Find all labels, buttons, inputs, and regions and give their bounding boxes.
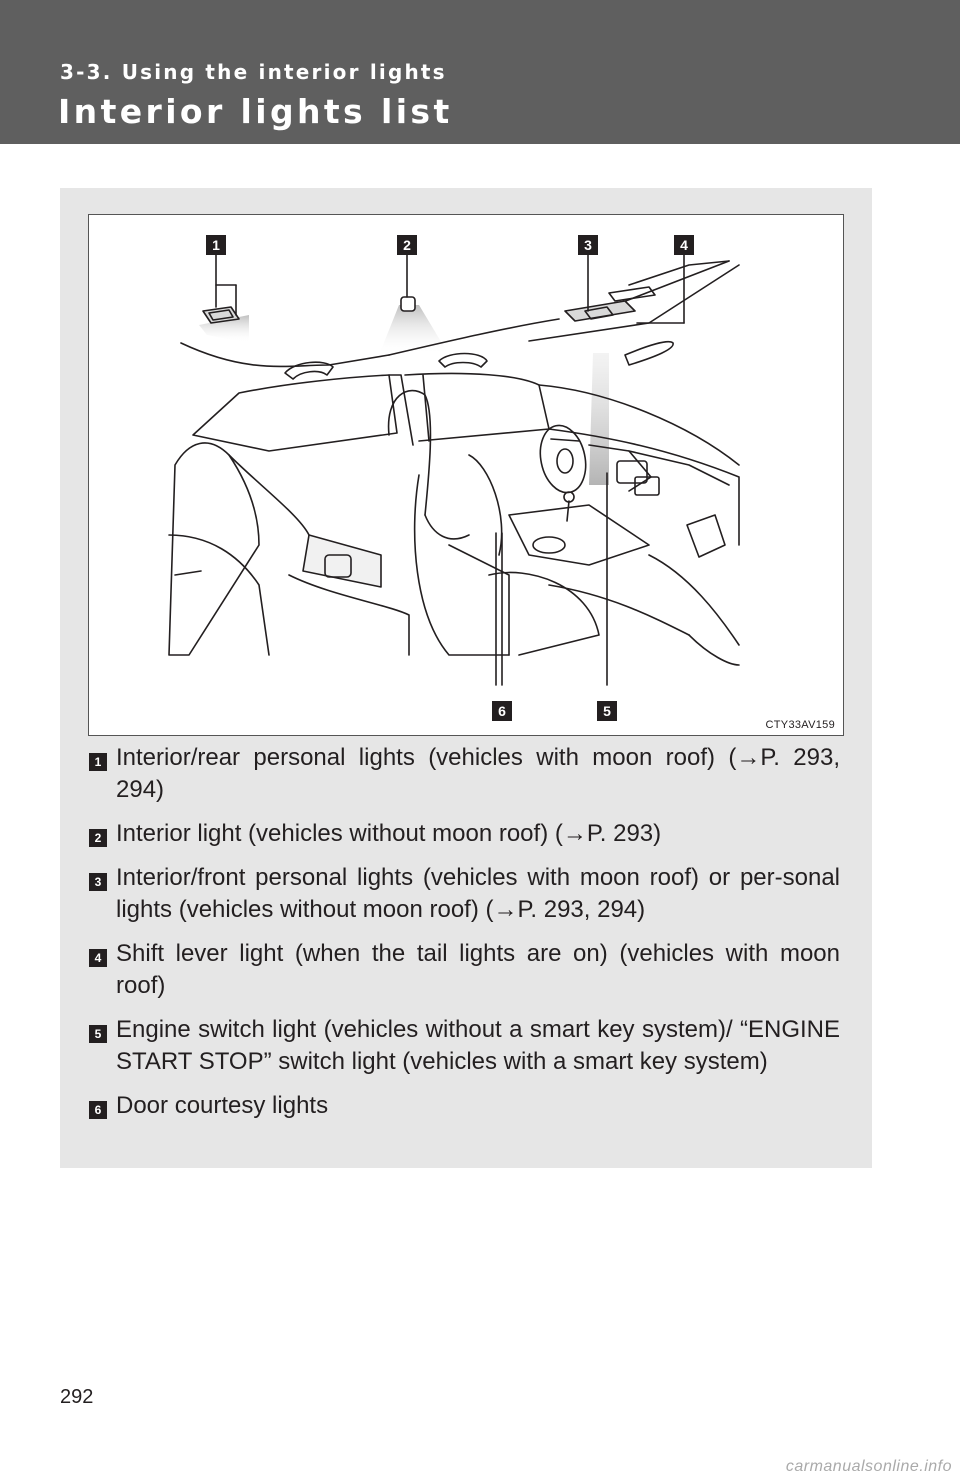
legend-item: 5 Engine switch light (vehicles without … <box>88 1014 840 1078</box>
legend-item: 6 Door courtesy lights <box>88 1090 840 1122</box>
section-header-bar: 3-3. Using the interior lights Interior … <box>0 0 960 144</box>
legend-item: 4 Shift lever light (when the tail light… <box>88 938 840 1002</box>
legend-number-badge: 5 <box>89 1025 107 1043</box>
legend-number-badge: 2 <box>89 829 107 847</box>
callout-1: 1 <box>206 235 226 255</box>
callout-5: 5 <box>597 701 617 721</box>
figure-code: CTY33AV159 <box>766 719 835 731</box>
legend-text: Door courtesy lights <box>116 1090 840 1122</box>
legend-item: 3 Interior/front personal lights (vehicl… <box>88 862 840 926</box>
legend-number-badge: 4 <box>89 949 107 967</box>
legend-item: 1 Interior/rear personal lights (vehicle… <box>88 742 840 806</box>
legend-text: Interior/rear personal lights (vehicles … <box>116 742 840 806</box>
callout-3: 3 <box>578 235 598 255</box>
page-number: 292 <box>60 1386 93 1409</box>
legend-item: 2 Interior light (vehicles without moon … <box>88 818 840 850</box>
legend-number-badge: 6 <box>89 1101 107 1119</box>
watermark: carmanualsonline.info <box>786 1458 952 1476</box>
legend-text: Interior/front personal lights (vehicles… <box>116 862 840 926</box>
legend-text: Shift lever light (when the tail lights … <box>116 938 840 1002</box>
section-label: 3-3. Using the interior lights <box>60 60 447 84</box>
callout-4: 4 <box>674 235 694 255</box>
callout-6: 6 <box>492 701 512 721</box>
page-title: Interior lights list <box>58 92 453 131</box>
legend-text: Engine switch light (vehicles without a … <box>116 1014 840 1078</box>
callout-2: 2 <box>397 235 417 255</box>
interior-illustration: 1 2 3 4 5 6 CTY33AV159 <box>88 214 844 736</box>
legend-number-badge: 1 <box>89 753 107 771</box>
legend-number-badge: 3 <box>89 873 107 891</box>
legend-text: Interior light (vehicles without moon ro… <box>116 818 840 850</box>
light-legend-list: 1 Interior/rear personal lights (vehicle… <box>88 742 840 1134</box>
car-interior-drawing <box>89 215 845 737</box>
